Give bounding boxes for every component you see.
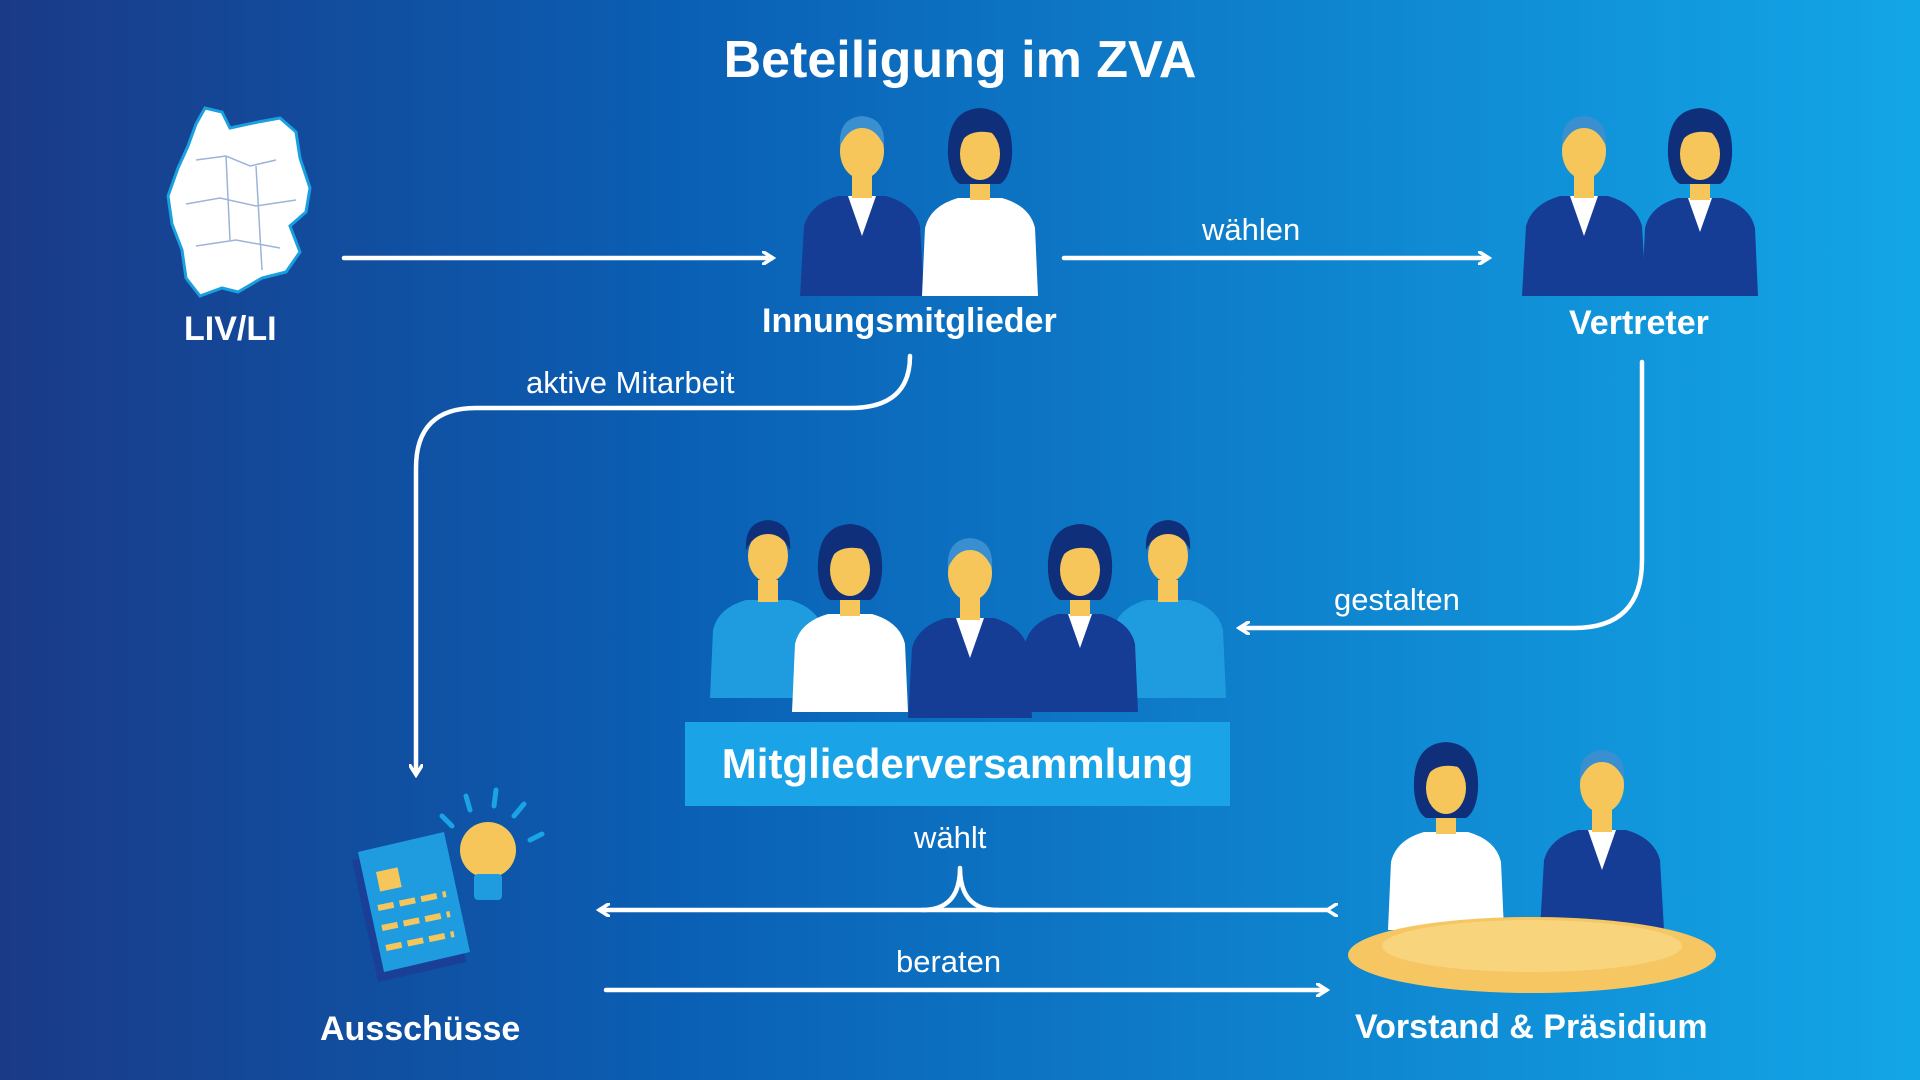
arrow-vertreter-to-mv [1240,359,1645,628]
node-vorstand: Vorstand & Präsidium [1355,1008,1708,1046]
innungsmitglieder-figures [800,108,1038,296]
node-liv-li: LIV/LI [184,310,277,348]
edge-label-gestalten: gestalten [1334,582,1460,617]
germany-map-icon [166,106,312,298]
lightbulb-icon [439,787,545,900]
vertreter-figures [1522,108,1758,296]
page-title: Beteiligung im ZVA [723,31,1197,89]
edge-label-waehlt: wählt [914,820,987,855]
node-ausschuesse: Ausschüsse [320,1010,521,1048]
brace-waehlt [919,865,1001,913]
vorstand-figures [1348,742,1716,993]
edge-label-waehlen: wählen [1202,212,1301,247]
node-vertreter: Vertreter [1569,304,1709,342]
edge-label-beraten: beraten [896,944,1002,979]
mitgliederversammlung-figures [710,520,1226,718]
node-innungsmitglieder: Innungsmitglieder [762,302,1057,340]
arrow-innung-to-ausschuesse [416,353,913,774]
edge-label-aktive-mitarbeit: aktive Mitarbeit [526,365,735,400]
node-mitgliederversammlung: Mitgliederversammlung [685,722,1230,806]
document-icon [352,832,470,982]
